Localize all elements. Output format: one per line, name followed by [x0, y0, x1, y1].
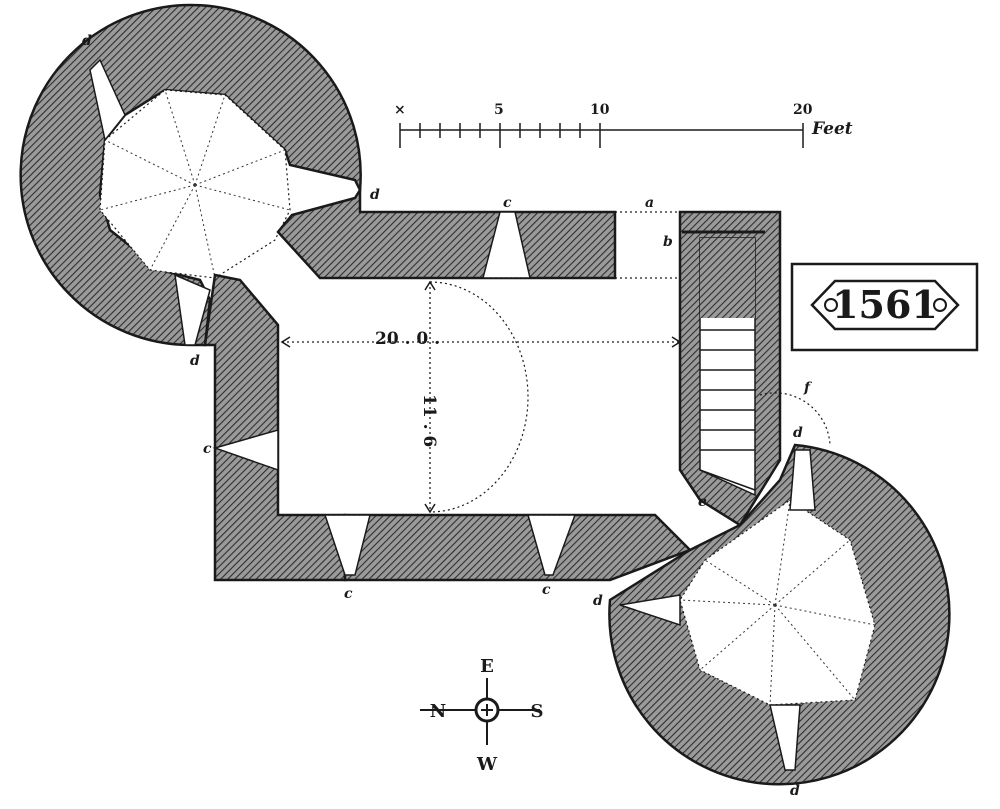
- label-c-bottom-right: c: [542, 582, 551, 598]
- compass-rose: E W N S: [420, 656, 544, 775]
- label-d-stair: d: [793, 425, 803, 441]
- scale-unit: Feet: [811, 119, 853, 139]
- stair-upper-hatch: [700, 238, 755, 318]
- wall-bottom: [343, 513, 693, 582]
- loophole: [212, 429, 279, 472]
- compass-south: S: [531, 701, 544, 722]
- main-walls: [203, 185, 782, 582]
- label-d-bottom: d: [190, 353, 200, 369]
- loophole: [89, 58, 126, 142]
- date-stone-year: 1561: [832, 282, 938, 327]
- loophole: [619, 594, 681, 627]
- stair-arc: [759, 392, 831, 446]
- label-c-left: c: [203, 441, 212, 457]
- depth-dimension-label: 11 . 6: [419, 394, 439, 447]
- wall-top: [276, 185, 617, 280]
- scale-tick-10: 10: [590, 102, 610, 118]
- label-f: f: [803, 380, 813, 396]
- scale-tick-0: ×: [394, 102, 406, 118]
- tower-bottom-right: [608, 392, 951, 786]
- compass-north: N: [430, 701, 446, 722]
- room-dimensions: 20 . 0 . 11 . 6: [278, 211, 682, 516]
- width-dimension-label: 20 . 0 .: [375, 329, 440, 349]
- wall-left: [203, 273, 347, 582]
- date-stone: 1561: [790, 262, 979, 352]
- tower-top-left-radials: [99, 89, 291, 279]
- loophole: [789, 449, 816, 511]
- compass-west: W: [476, 754, 498, 775]
- label-b: b: [663, 234, 673, 250]
- letter-labels: a b c c c c d d d d d d e f: [82, 33, 813, 799]
- label-d-lower-tower: d: [593, 593, 603, 609]
- compass-east: E: [480, 656, 494, 677]
- label-e: e: [698, 494, 707, 510]
- stair-treads: [699, 329, 756, 491]
- scale-bar: × 5 10 20 Feet: [394, 102, 853, 148]
- label-d-lower-bottom: d: [790, 783, 800, 799]
- vault-arc: [429, 281, 529, 513]
- label-c-bottom-left: c: [344, 586, 353, 602]
- label-a: a: [645, 195, 654, 211]
- label-d-right: d: [370, 187, 380, 203]
- loophole: [174, 273, 211, 346]
- scale-tick-20: 20: [793, 102, 813, 118]
- scale-tick-5: 5: [494, 102, 504, 118]
- label-d-top: d: [82, 33, 92, 49]
- tower-top-left: [19, 3, 362, 347]
- loophole: [769, 704, 801, 771]
- label-c-top: c: [503, 195, 512, 211]
- tower-bottom-right-radials: [679, 499, 876, 706]
- tower-bottom-right-interior: [679, 499, 876, 706]
